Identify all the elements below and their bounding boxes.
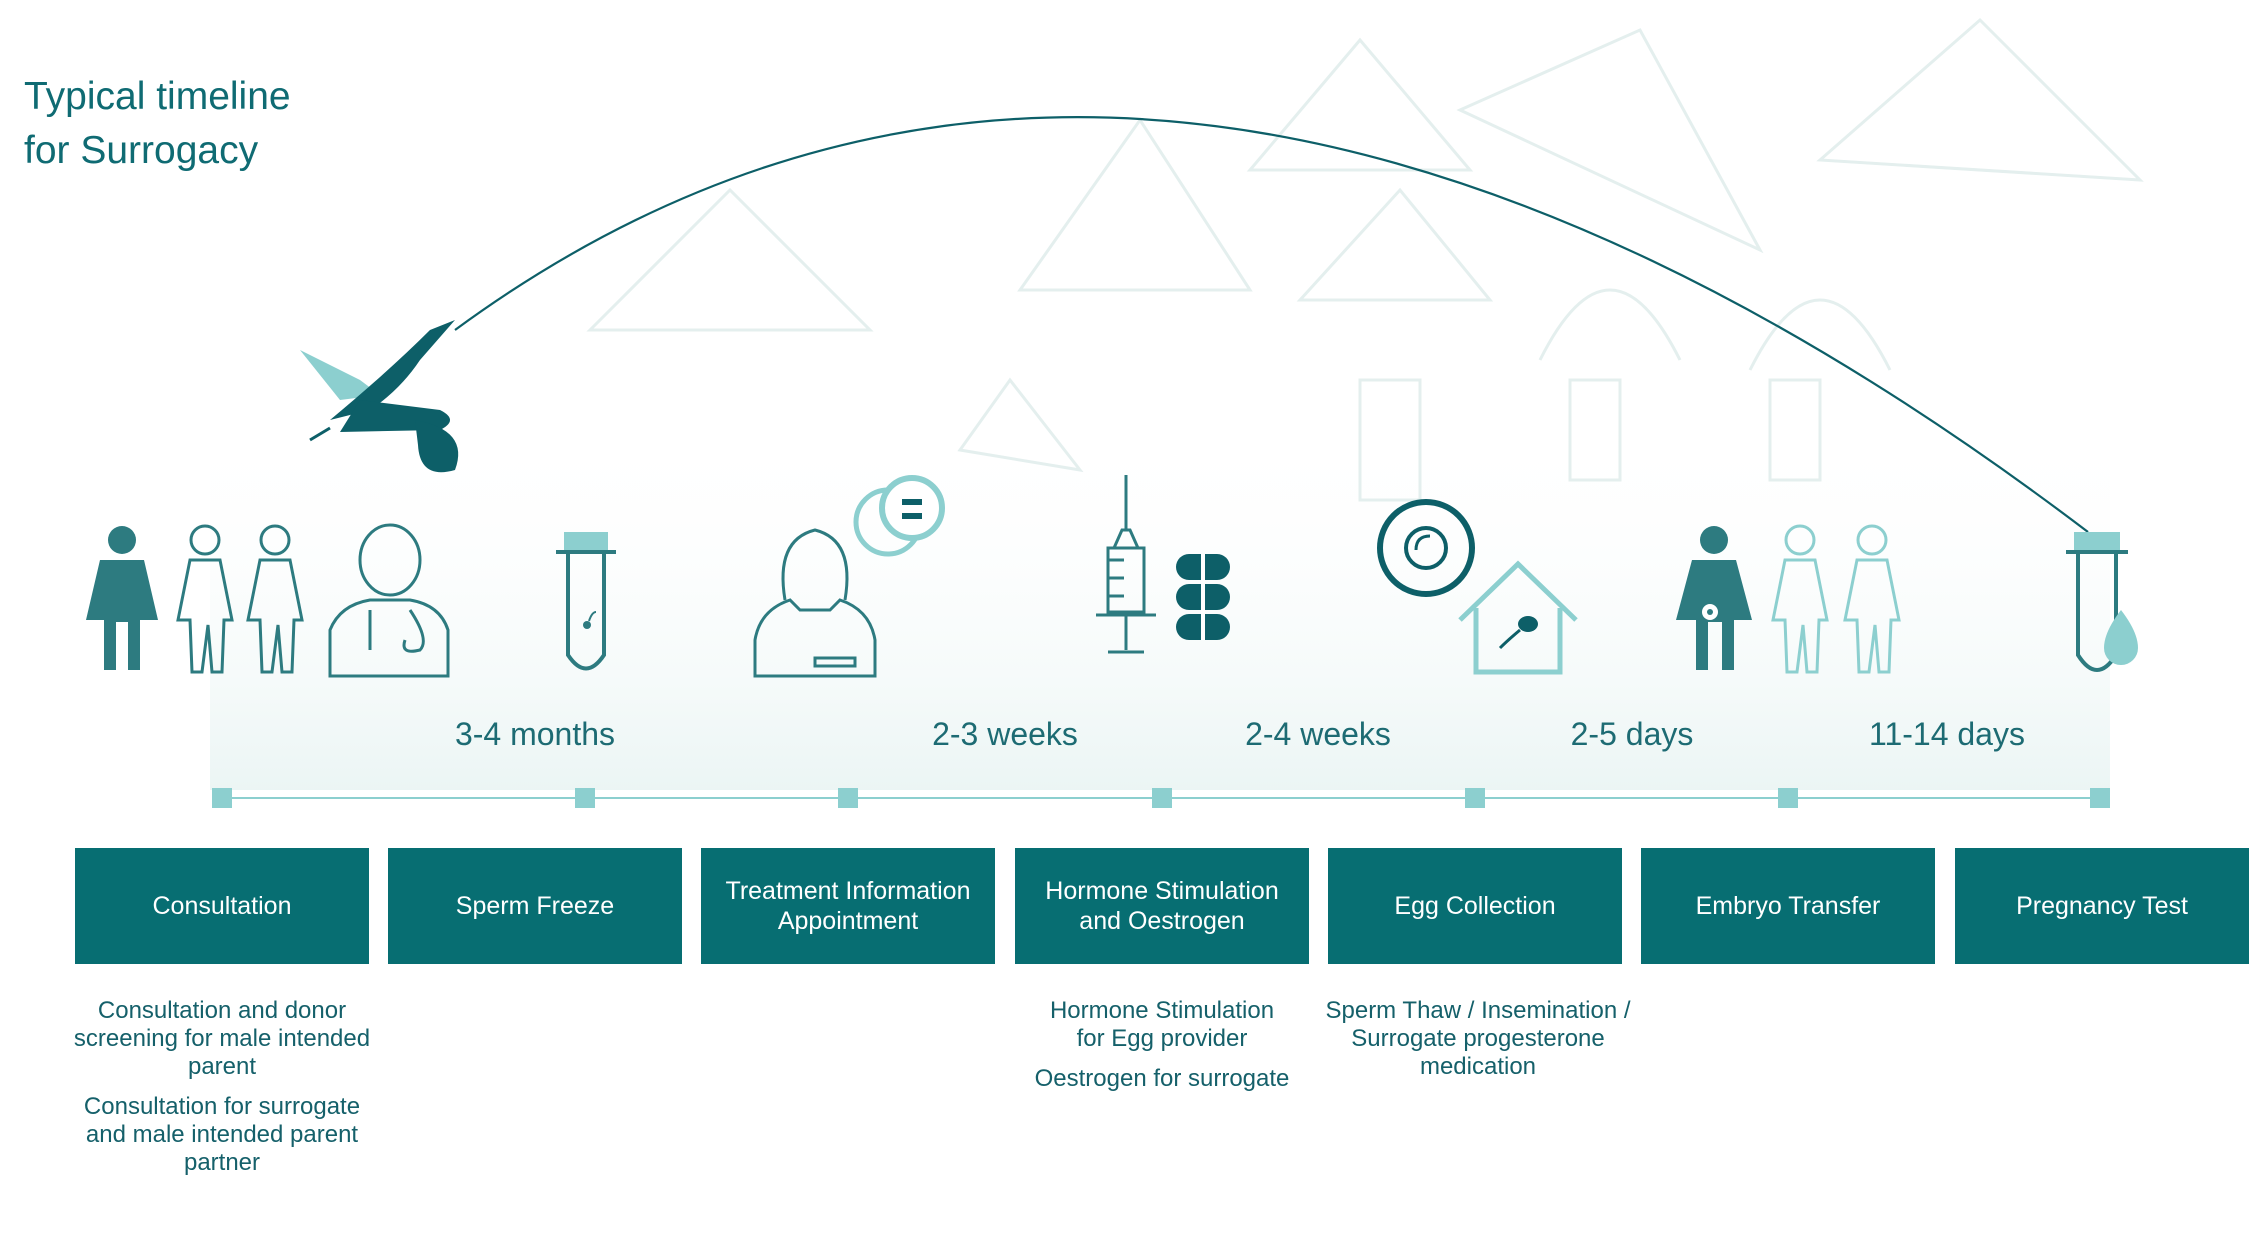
step-hormone-stimulation: Hormone Stimulation and Oestrogen bbox=[1015, 848, 1309, 964]
step-sperm-freeze: Sperm Freeze bbox=[388, 848, 682, 964]
note-text: Sperm Thaw / Insemination / Surrogate pr… bbox=[1325, 997, 1631, 1080]
step-treatment-information: Treatment Information Appointment bbox=[701, 848, 995, 964]
test-tube-sperm-icon bbox=[556, 532, 616, 671]
hormone-notes: Hormone Stimulation for Egg provider Oes… bbox=[1012, 997, 1312, 1105]
duration-label: 3-4 months bbox=[454, 716, 616, 752]
duration-label: 2-4 weeks bbox=[1245, 716, 1391, 752]
house-outlines bbox=[586, 17, 2144, 502]
page-title: Typical timeline for Surrogacy bbox=[24, 70, 291, 178]
note-text: Consultation and donor screening for mal… bbox=[73, 997, 371, 1080]
syringe-icon bbox=[1096, 475, 1156, 654]
timeline-arc bbox=[454, 116, 2089, 533]
step-consultation: Consultation bbox=[75, 848, 369, 964]
house-sperm-icon bbox=[1458, 560, 1578, 675]
duration-label: 2-5 days bbox=[1570, 716, 1694, 752]
egg-collection-notes: Sperm Thaw / Insemination / Surrogate pr… bbox=[1323, 997, 1633, 1093]
duration-label: 11-14 days bbox=[1869, 716, 2025, 752]
step-pregnancy-test: Pregnancy Test bbox=[1955, 848, 2249, 964]
stork-icon bbox=[300, 320, 459, 473]
note-text: Oestrogen for surrogate bbox=[1034, 1065, 1290, 1092]
test-tube-drop-icon bbox=[2066, 532, 2138, 672]
couple-icon bbox=[1771, 524, 1901, 674]
step-egg-collection: Egg Collection bbox=[1328, 848, 1622, 964]
duration-label: 2-3 weeks bbox=[932, 716, 1078, 752]
family-group-icon bbox=[86, 524, 304, 674]
consultant-chat-icon bbox=[753, 475, 945, 678]
pregnant-surrogate-icon bbox=[1676, 526, 1752, 670]
consultation-notes: Consultation and donor screening for mal… bbox=[72, 997, 372, 1189]
pills-icon bbox=[1176, 554, 1230, 640]
egg-cell-icon bbox=[1377, 499, 1475, 597]
title-line-2: for Surrogacy bbox=[24, 129, 259, 173]
note-text: Consultation for surrogate and male inte… bbox=[83, 1093, 361, 1176]
timeline-markers bbox=[212, 788, 2110, 808]
step-embryo-transfer: Embryo Transfer bbox=[1641, 848, 1935, 964]
doctor-icon bbox=[328, 523, 450, 678]
note-text: Hormone Stimulation for Egg provider bbox=[1049, 997, 1275, 1052]
title-line-1: Typical timeline bbox=[24, 75, 291, 119]
